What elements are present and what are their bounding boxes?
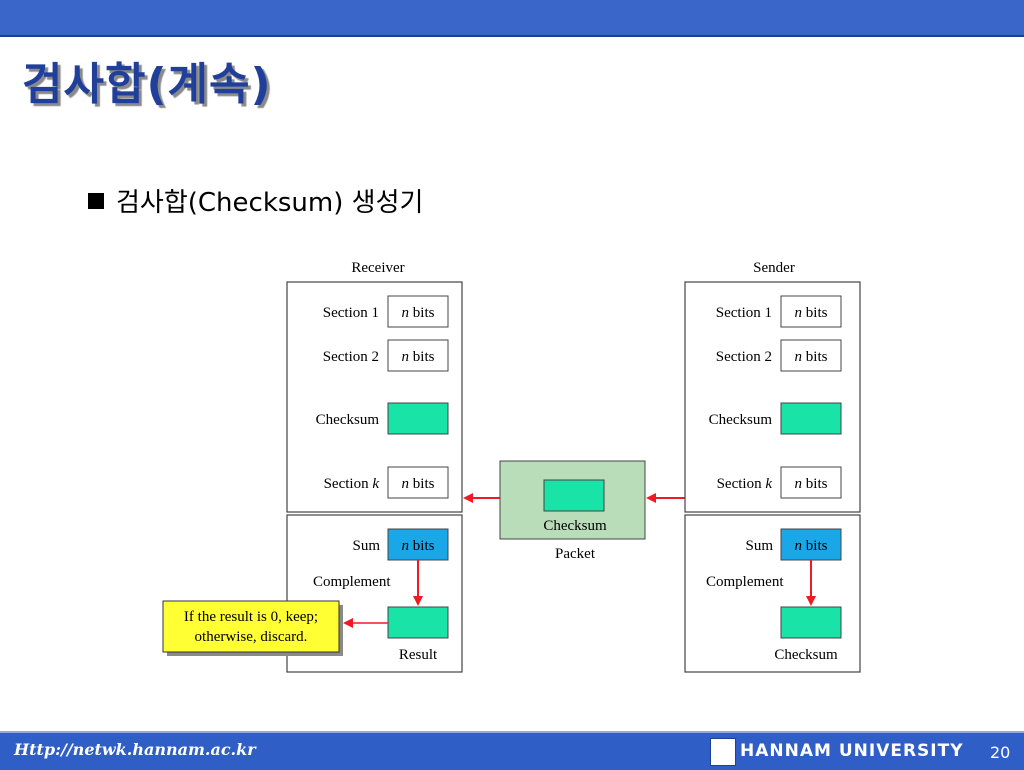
sender-checksum-result-label: Checksum — [774, 647, 838, 663]
sender-section2-box — [780, 339, 842, 372]
footer-url: Http://netwk.hannam.ac.kr — [14, 740, 256, 759]
sender-checksum-label: Checksum — [709, 412, 773, 428]
receiver-result-label: Result — [399, 647, 438, 663]
receiver-section1-label: Section 1 — [323, 305, 379, 321]
packet-box — [499, 460, 646, 540]
packet-label: Packet — [555, 546, 596, 562]
sender-sum-label: Sum — [745, 538, 773, 554]
packet-checksum-box — [543, 479, 605, 512]
packet-checksum-label: Checksum — [543, 518, 607, 534]
sender-sectionk-box — [780, 466, 842, 499]
receiver-section1-box — [387, 295, 449, 328]
bullet-item: 검사합(Checksum) 생성기 — [88, 182, 423, 219]
receiver-sectionk-label: Section k — [324, 476, 380, 492]
receiver-checksum-label: Checksum — [316, 412, 380, 428]
receiver-checksum-box — [387, 402, 449, 435]
sender-sectionk-bits: n bits — [795, 476, 828, 492]
bullet-text: 검사합(Checksum) 생성기 — [116, 188, 424, 218]
receiver-sectionk-bits: n bits — [402, 476, 435, 492]
receiver-sum-bits: n bits — [402, 538, 435, 554]
receiver-sum-box — [387, 528, 449, 561]
receiver-section2-box — [387, 339, 449, 372]
receiver-sum-label: Sum — [352, 538, 380, 554]
bullet-square-icon — [88, 193, 104, 209]
sender-section1-label: Section 1 — [716, 305, 772, 321]
footer-bar — [0, 731, 1024, 770]
top-bar — [0, 0, 1024, 37]
receiver-title: Receiver — [351, 260, 404, 276]
university-logo-icon — [710, 738, 736, 766]
receiver-complement-label: Complement — [313, 574, 391, 590]
sender-sum-bits: n bits — [795, 538, 828, 554]
decision-note-line2: otherwise, discard. — [195, 629, 308, 645]
receiver-sectionk-box — [387, 466, 449, 499]
sender-sum-box — [780, 528, 842, 561]
university-name: HANNAM UNIVERSITY — [740, 741, 964, 761]
receiver-result-box — [387, 606, 449, 639]
page-number: 20 — [990, 743, 1011, 762]
sender-section2-bits: n bits — [795, 349, 828, 365]
slide-title: 검사합(계속) — [22, 59, 272, 110]
receiver-section1-bits: n bits — [402, 305, 435, 321]
receiver-section2-label: Section 2 — [323, 349, 379, 365]
sender-title: Sender — [753, 260, 795, 276]
decision-note — [162, 600, 340, 653]
sender-checksum-box — [780, 402, 842, 435]
sender-section1-bits: n bits — [795, 305, 828, 321]
decision-note-line1: If the result is 0, keep; — [184, 609, 318, 625]
sender-checksum-result-box — [780, 606, 842, 639]
sender-section1-box — [780, 295, 842, 328]
sender-sectionk-label: Section k — [717, 476, 773, 492]
sender-section2-label: Section 2 — [716, 349, 772, 365]
sender-complement-label: Complement — [706, 574, 784, 590]
receiver-section2-bits: n bits — [402, 349, 435, 365]
